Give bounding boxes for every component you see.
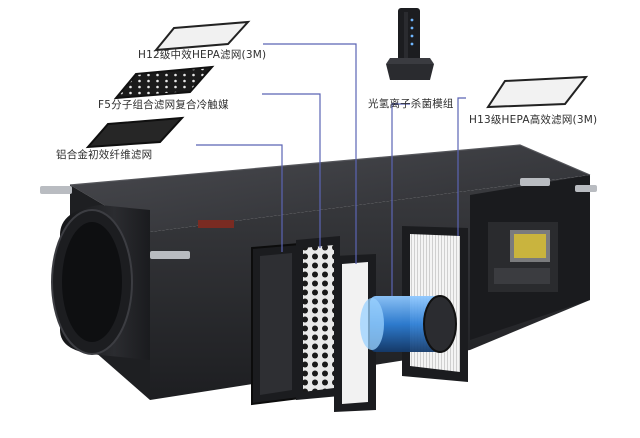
callout-f5-filter: F5分子组合滤网复合冷触媒 — [98, 99, 229, 111]
callout-h13-filter: H13级HEPA高效滤网(3M) — [469, 114, 598, 126]
h12-filter-sample — [153, 20, 251, 52]
alu-filter-cartridge — [251, 242, 301, 406]
photo-ion-module — [386, 8, 434, 80]
f5-filter-sample — [113, 65, 215, 100]
uv-sterilization-cylinder — [360, 295, 457, 353]
f5-filter-cartridge — [296, 236, 340, 400]
leader-line-photo — [391, 103, 410, 296]
leader-line-h12 — [263, 43, 357, 264]
intake-duct — [51, 205, 150, 360]
h12-filter-cartridge — [334, 254, 376, 412]
leader-line-h13 — [457, 97, 466, 236]
callout-photo-module: 光氢离子杀菌模组 — [368, 98, 454, 110]
callout-h12-filter: H12级中效HEPA滤网(3M) — [138, 49, 267, 61]
control-panel — [488, 222, 558, 292]
leader-lines — [196, 43, 466, 296]
h13-filter-sample — [486, 75, 589, 109]
leader-line-f5 — [262, 93, 321, 248]
callout-alu-filter: 铝合金初效纤维滤网 — [56, 149, 153, 161]
alu-filter-sample — [85, 116, 185, 149]
leader-line-alu — [196, 144, 283, 252]
